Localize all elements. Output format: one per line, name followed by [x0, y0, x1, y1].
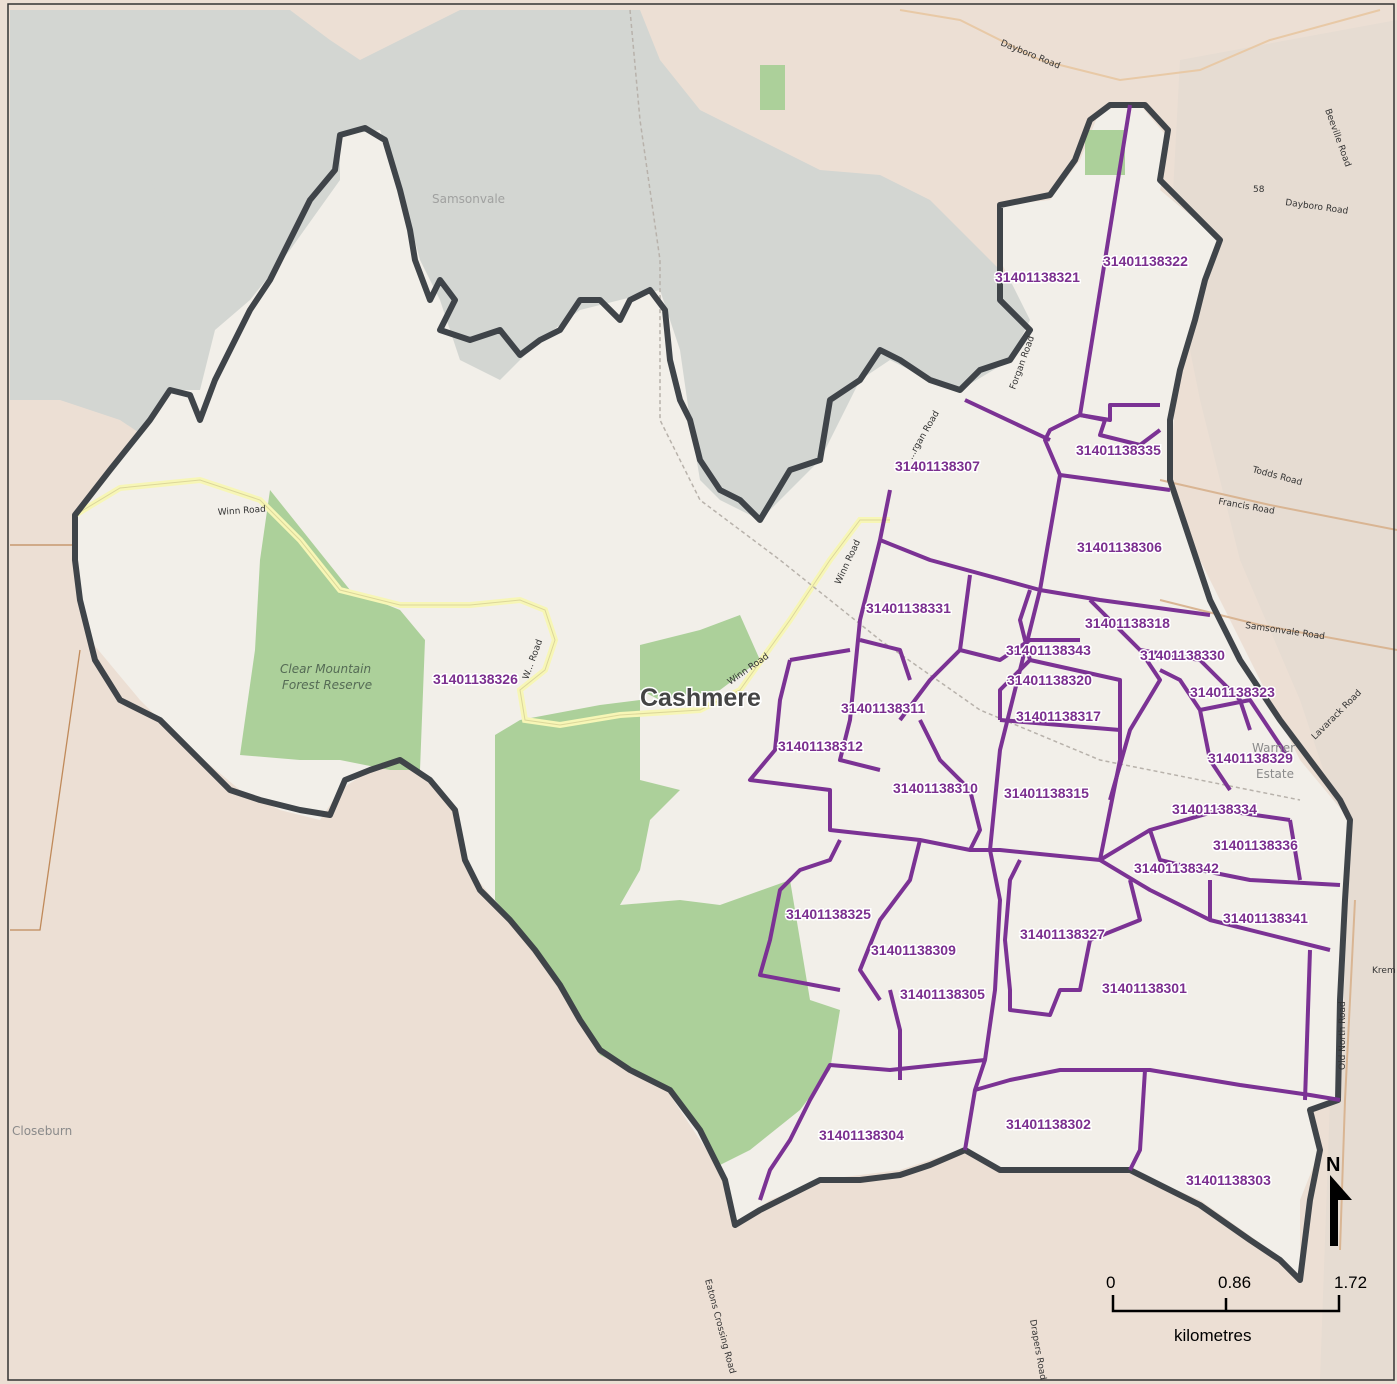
road-label-old-north-road: Old North Road — [1338, 1001, 1348, 1070]
north-arrow-label: N — [1326, 1154, 1340, 1176]
sa1-label[interactable]: 31401138307 — [894, 457, 982, 476]
sa1-label[interactable]: 31401138301 — [1101, 979, 1189, 998]
scale-tick-1: 0.86 — [1218, 1273, 1251, 1292]
sa1-label[interactable]: 31401138342 — [1133, 859, 1221, 878]
sa1-label[interactable]: 31401138322 — [1102, 252, 1190, 271]
place-label-estate: Estate — [1256, 767, 1294, 781]
sa1-label[interactable]: 31401138327 — [1019, 925, 1107, 944]
sa1-label[interactable]: 31401138305 — [899, 985, 987, 1004]
sa1-label[interactable]: 31401138315 — [1003, 784, 1091, 803]
sa1-labels: 31401138321 31401138322 31401138335 3140… — [432, 252, 1310, 1190]
suburb-label: Cashmere — [640, 684, 761, 712]
scale-tick-2: 1.72 — [1334, 1273, 1367, 1292]
sa1-label[interactable]: 31401138311 — [840, 699, 927, 718]
old-north-road — [1339, 899, 1356, 1251]
scale-bar: 0 0.86 1.72 kilometres — [1106, 1273, 1367, 1345]
sa1-label[interactable]: 31401138303 — [1185, 1171, 1273, 1190]
place-label-samsonvale: Samsonvale — [432, 192, 505, 206]
forest-label-line1: Clear Mountain — [280, 662, 371, 676]
scale-bar-line — [1111, 1295, 1341, 1313]
suburb-fill — [75, 105, 1350, 1280]
sa1-boundaries — [748, 104, 1341, 1201]
sa1-label[interactable]: 31401138331 — [865, 599, 953, 618]
sa1-label[interactable]: 31401138304 — [818, 1126, 906, 1145]
forest-reserve-south — [495, 700, 840, 1165]
samsonvale-road — [1159, 599, 1397, 651]
road-label-route-58: 58 — [1253, 185, 1265, 195]
road-label-winn-road-west: Winn Road — [218, 505, 267, 518]
place-label-warner: Warner — [1252, 741, 1295, 755]
sa1-label[interactable]: 31401138317 — [1015, 707, 1103, 726]
sa1-label[interactable]: 31401138343 — [1005, 641, 1093, 660]
sa1-label[interactable]: 31401138320 — [1006, 671, 1094, 690]
dayboro-road — [899, 9, 1381, 82]
forest-reserve-clear-mountain — [240, 490, 425, 770]
sa1-label[interactable]: 31401138335 — [1075, 441, 1163, 460]
sa1-label[interactable]: 31401138334 — [1171, 800, 1259, 819]
sa1-label[interactable]: 31401138341 — [1222, 909, 1310, 928]
scale-tick-0: 0 — [1106, 1273, 1115, 1292]
sa1-label[interactable]: 31401138329 — [1207, 749, 1295, 768]
sa1-label[interactable]: 31401138336 — [1212, 836, 1300, 855]
sa1-label[interactable]: 31401138306 — [1076, 538, 1164, 557]
sa1-label[interactable]: 31401138312 — [777, 737, 865, 756]
forest-reserve-mid — [640, 615, 760, 700]
sa1-label[interactable]: 31401138323 — [1189, 683, 1277, 702]
place-label-closeburn: Closeburn — [12, 1124, 72, 1138]
reservoir-west-lobe — [10, 110, 170, 360]
sa1-label[interactable]: 31401138318 — [1084, 614, 1172, 633]
sa1-label[interactable]: 31401138321 — [994, 268, 1082, 287]
north-arrow: N — [1326, 1154, 1352, 1246]
forest-label-line2: Forest Reserve — [282, 678, 372, 692]
sa1-label[interactable]: 31401138326 — [432, 670, 520, 689]
scale-unit: kilometres — [1174, 1326, 1251, 1345]
winn-road-casing — [74, 479, 890, 726]
sa1-label[interactable]: 31401138310 — [892, 779, 980, 798]
north-arrow-icon — [1330, 1175, 1352, 1246]
suburb-boundary — [72, 102, 1353, 1283]
map-frame — [7, 3, 1395, 1381]
francis-road — [1159, 479, 1397, 531]
sa1-label[interactable]: 31401138302 — [1005, 1115, 1093, 1134]
lga-boundary-west — [10, 544, 81, 931]
road-label-kremzow: Krem — [1372, 966, 1396, 976]
sa1-label[interactable]: 31401138325 — [785, 905, 873, 924]
park-north — [760, 65, 785, 110]
sa1-label[interactable]: 31401138330 — [1139, 646, 1227, 665]
sa1-label[interactable]: 31401138309 — [870, 941, 958, 960]
